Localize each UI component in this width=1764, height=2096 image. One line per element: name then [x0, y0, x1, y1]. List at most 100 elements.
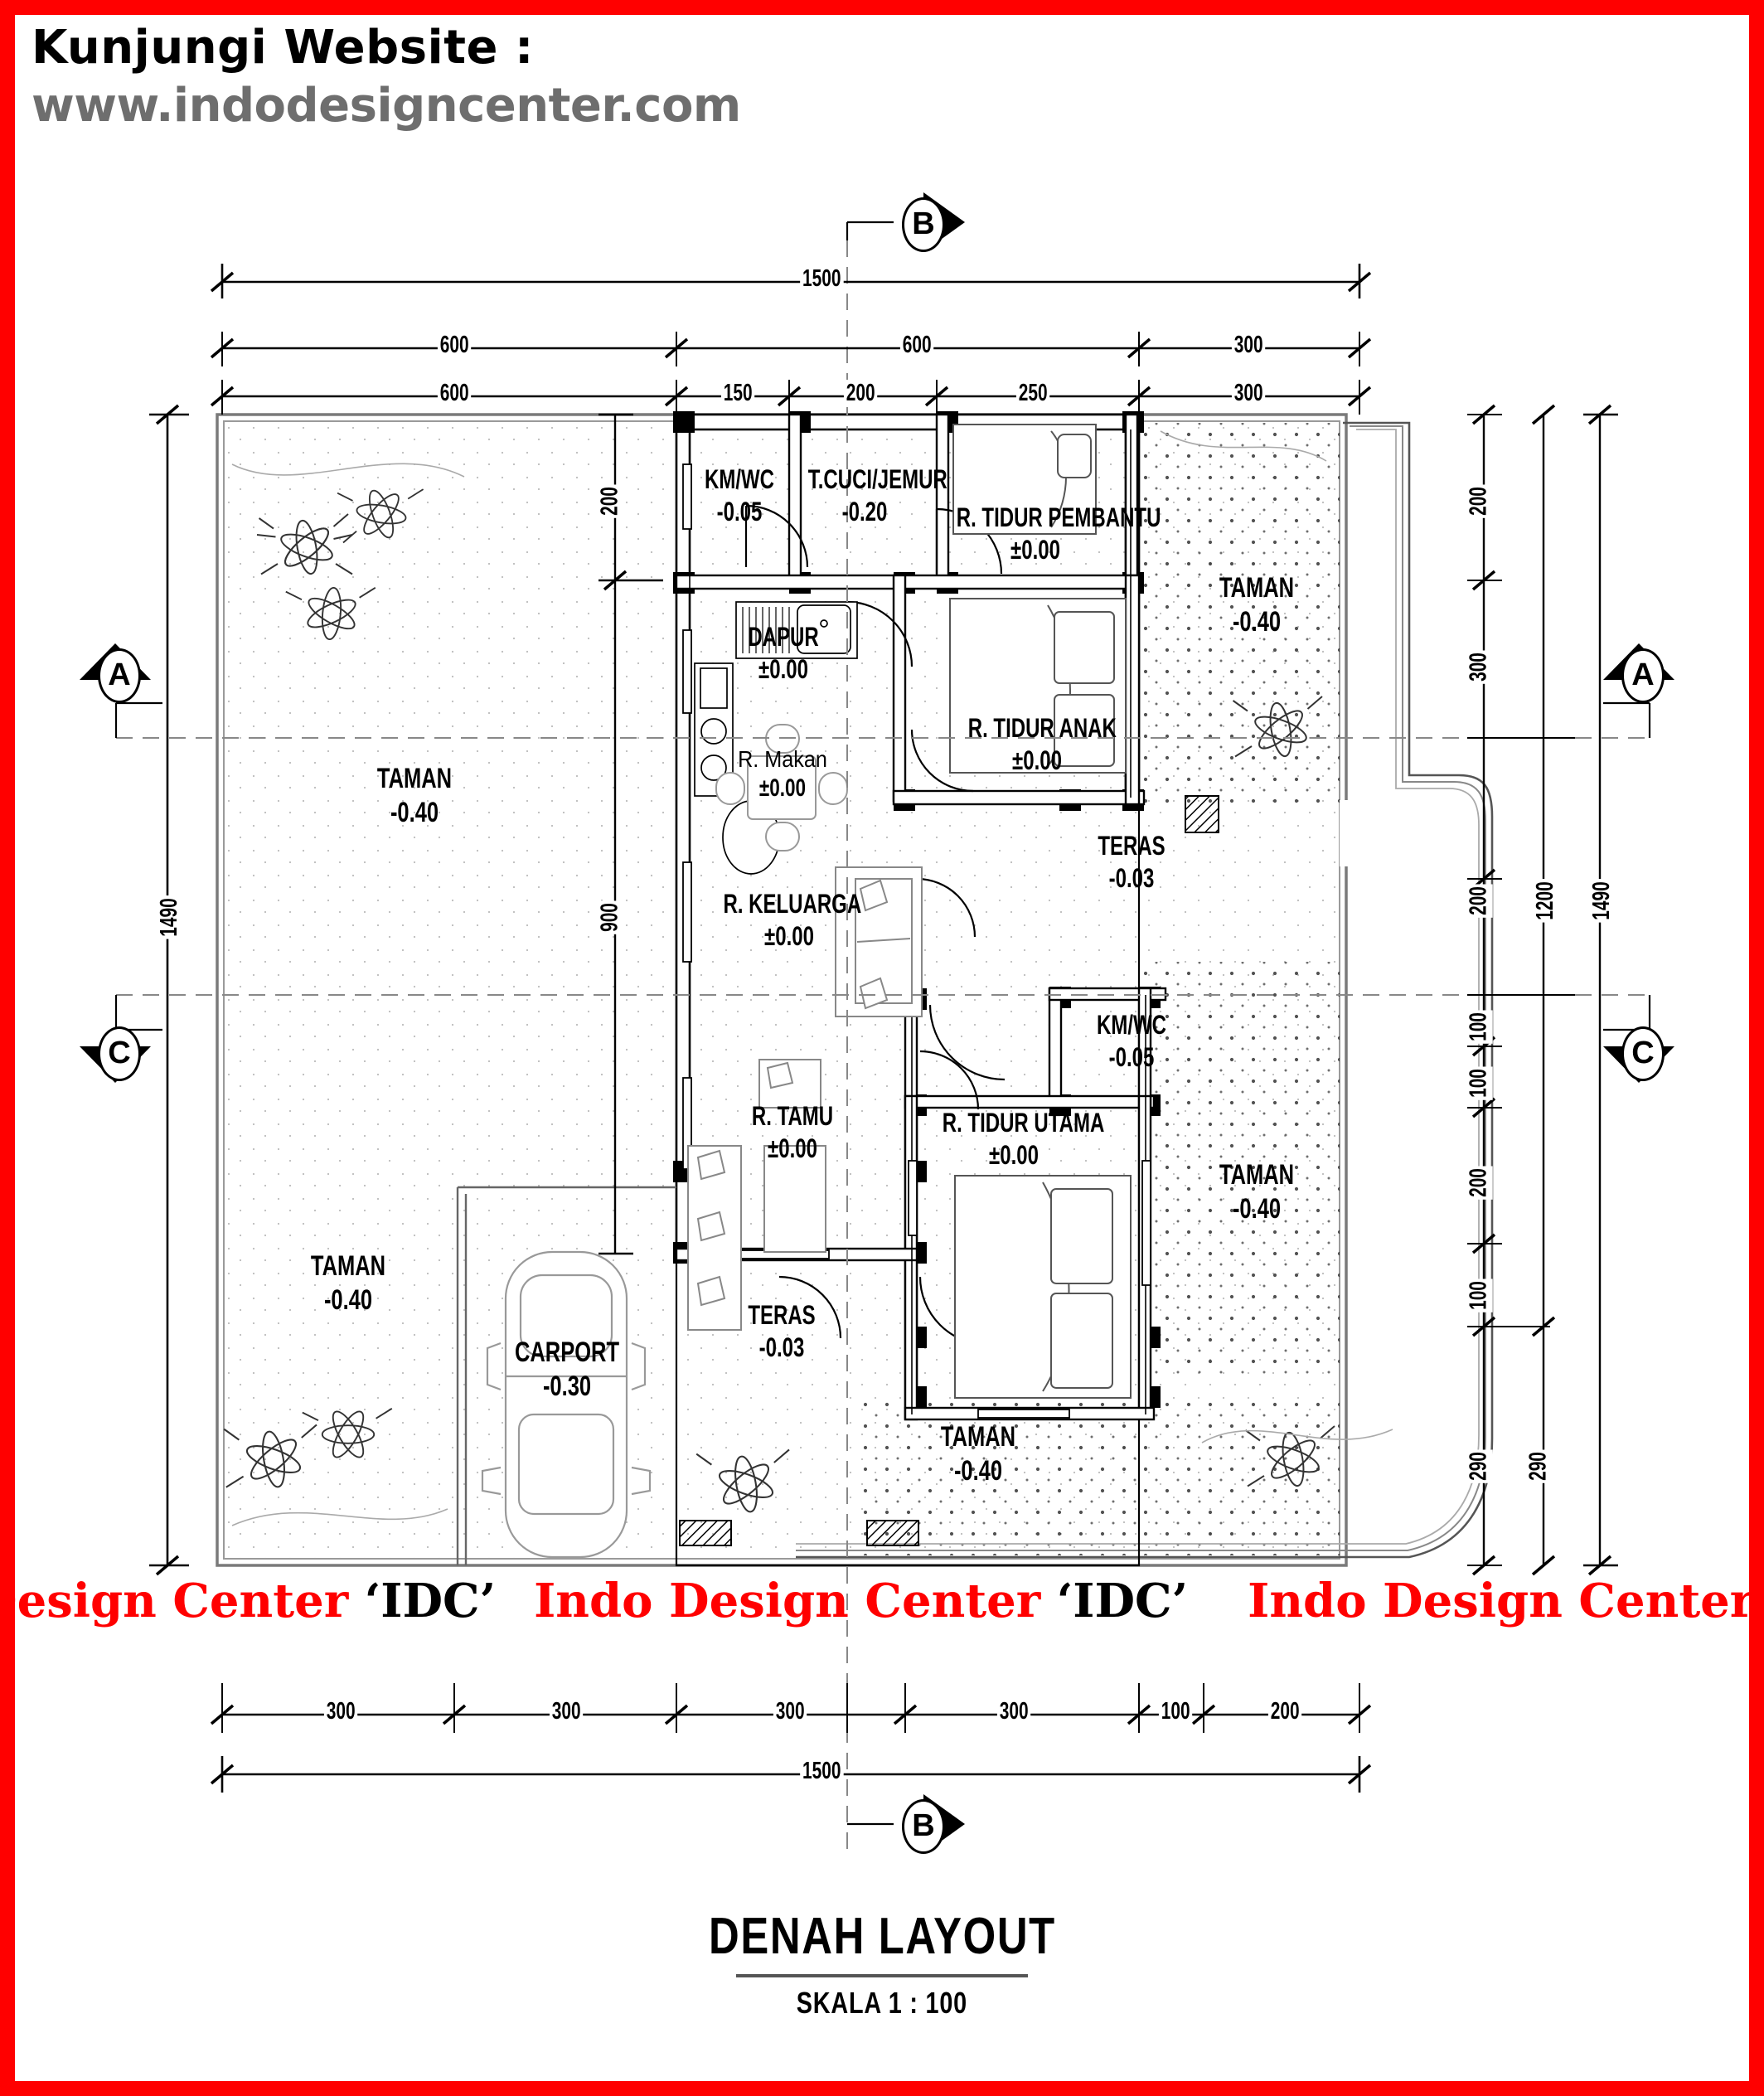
room-elevation: -0.05 [1108, 1042, 1155, 1072]
room-label-tidur-anak: R. TIDUR ANAK ±0.00 [945, 713, 1129, 776]
room-label-km-wc-mid: KM/WC -0.05 [1078, 1010, 1185, 1073]
drawing-scale: SKALA 1 : 100 [796, 1986, 968, 2020]
room-label-km-wc-top: KM/WC -0.05 [681, 464, 797, 527]
room-name: CARPORT [514, 1337, 620, 1368]
room-name: TAMAN [310, 1250, 386, 1282]
dim-top-r2-0: 600 [437, 332, 472, 359]
room-elevation: ±0.00 [1012, 745, 1062, 775]
room-label-tidur-pembantu: R. TIDUR PEMBANTU ±0.00 [930, 502, 1161, 565]
room-elevation: -0.05 [716, 497, 763, 526]
room-elevation: -0.30 [542, 1371, 592, 1402]
room-label-teras-bottom: TERAS -0.03 [728, 1300, 836, 1363]
room-name: TERAS [1098, 831, 1166, 861]
dim-interior-900: 900 [596, 900, 624, 934]
room-elevation: ±0.00 [758, 654, 808, 684]
dim-right-c1-2: 200 [1465, 884, 1493, 918]
room-label-teras-mid: TERAS -0.03 [1078, 831, 1185, 894]
dim-right-c2-main: 1200 [1531, 879, 1559, 923]
section-marker-b-bottom[interactable]: B [894, 1794, 965, 1854]
dim-right-c2-290: 290 [1524, 1449, 1553, 1483]
room-label-keluarga: R. KELUARGA ±0.00 [701, 889, 877, 952]
room-name: KM/WC [1097, 1010, 1166, 1040]
room-elevation: -0.03 [1108, 863, 1155, 893]
dim-top-r2-1: 600 [899, 332, 934, 359]
room-name: TAMAN [1219, 1159, 1295, 1191]
room-name: R. TIDUR ANAK [967, 713, 1117, 743]
room-label-taman-right-mid: TAMAN -0.40 [1190, 1159, 1323, 1225]
watermark-segment-2: Indo Design Center ‘IDC’ [534, 1574, 1189, 1628]
header-line-kunjungi: Kunjungi Website : [32, 21, 534, 75]
section-marker-a-right[interactable]: A [1603, 643, 1674, 703]
section-marker-c-left-label: C [98, 1026, 141, 1081]
dim-right-c1-5: 200 [1465, 1166, 1493, 1200]
section-marker-c-right-label: C [1621, 1026, 1665, 1081]
dim-bot-3: 300 [996, 1698, 1031, 1725]
dim-bot-overall: 1500 [800, 1758, 844, 1785]
dim-top-overall: 1500 [800, 265, 844, 293]
room-name: R. TAMU [751, 1101, 834, 1131]
section-marker-c-left[interactable]: C [80, 1023, 151, 1083]
room-name: KM/WC [705, 464, 774, 494]
drawing-title: DENAH LAYOUT [708, 1908, 1056, 1965]
dim-bot-4: 100 [1158, 1698, 1193, 1725]
section-marker-a-left-label: A [98, 648, 141, 703]
room-label-r-makan: R. Makan ±0.00 [723, 746, 842, 803]
dim-bot-0: 300 [323, 1698, 358, 1725]
dim-top-r3-2: 200 [843, 380, 878, 407]
room-label-taman-left-bottom: TAMAN -0.40 [282, 1250, 414, 1317]
room-elevation: -0.20 [841, 497, 888, 526]
room-name: TAMAN [1219, 572, 1295, 604]
section-marker-a-right-label: A [1621, 648, 1665, 703]
dim-top-r2-2: 300 [1231, 332, 1266, 359]
room-name: R. TIDUR UTAMA [942, 1108, 1105, 1138]
watermark-band: Design Center ‘IDC’ Indo Design Center ‘… [0, 1569, 1764, 1633]
room-name: TAMAN [940, 1421, 1016, 1453]
watermark-segment-1: Design Center ‘IDC’ [0, 1574, 497, 1628]
room-label-taman-left-mid: TAMAN -0.40 [348, 763, 481, 829]
dim-interior-200: 200 [596, 484, 624, 518]
room-name: TAMAN [376, 763, 453, 794]
section-marker-c-right[interactable]: C [1603, 1023, 1674, 1083]
room-elevation: -0.40 [953, 1455, 1003, 1487]
dim-top-r3-4: 300 [1231, 380, 1266, 407]
title-underline [736, 1974, 1028, 1977]
room-elevation: -0.40 [323, 1284, 373, 1316]
dim-right-c1-4: 100 [1465, 1066, 1493, 1100]
room-name: R. Makan [738, 746, 827, 772]
section-marker-a-left[interactable]: A [80, 643, 151, 703]
room-elevation: ±0.00 [768, 1133, 817, 1163]
dim-right-c1-3: 100 [1465, 1010, 1493, 1044]
room-label-tidur-utama: R. TIDUR UTAMA ±0.00 [918, 1108, 1109, 1171]
dim-right-c1-6: 100 [1465, 1278, 1493, 1312]
room-label-carport: CARPORT -0.30 [492, 1337, 642, 1403]
room-name: TERAS [748, 1300, 816, 1330]
dim-right-c3: 1490 [1587, 879, 1616, 923]
dim-top-r3-0: 600 [437, 380, 472, 407]
dim-right-c1-1: 300 [1465, 650, 1493, 684]
dim-top-r3-3: 250 [1015, 380, 1050, 407]
dim-top-r3-1: 150 [720, 380, 755, 407]
dim-bot-1: 300 [549, 1698, 584, 1725]
room-elevation: -0.03 [758, 1332, 805, 1362]
section-marker-b-bottom-label: B [902, 1799, 945, 1854]
dim-left-overall: 1490 [155, 895, 183, 939]
room-label-dapur: DAPUR ±0.00 [721, 622, 846, 685]
header-line-website-url: www.indodesigncenter.com [32, 79, 741, 133]
room-name: T.CUCI/JEMUR [807, 464, 947, 494]
dim-right-c1-0: 200 [1465, 484, 1493, 518]
room-label-taman-right-top: TAMAN -0.40 [1190, 572, 1323, 638]
title-block: DENAH LAYOUT SKALA 1 : 100 [0, 1907, 1764, 2021]
section-marker-b-top[interactable]: B [894, 192, 965, 252]
room-elevation: ±0.00 [1010, 535, 1060, 565]
dim-right-c1-7: 290 [1465, 1449, 1493, 1483]
header-block: Kunjungi Website : www.indodesigncenter.… [32, 21, 741, 138]
room-elevation: ±0.00 [758, 774, 807, 802]
dim-bot-2: 300 [773, 1698, 807, 1725]
room-name: DAPUR [748, 622, 819, 652]
section-marker-b-top-label: B [902, 197, 945, 252]
room-label-r-tamu: R. TAMU ±0.00 [729, 1101, 855, 1164]
room-name: R. TIDUR PEMBANTU [956, 502, 1161, 532]
room-elevation: -0.40 [1232, 1193, 1282, 1225]
